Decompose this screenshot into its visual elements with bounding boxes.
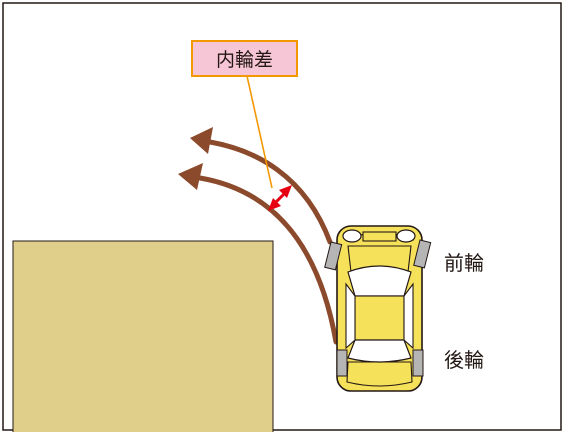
callout-leader-line <box>246 75 273 189</box>
rear-wheel-arrowhead <box>178 163 203 190</box>
headlight-right <box>396 229 416 243</box>
rear-wheel-label: 後輪 <box>444 348 484 372</box>
inner-wheel-difference-callout: 内輪差 <box>191 40 298 77</box>
rear-wheel-path <box>197 175 339 345</box>
front-wheel-label: 前輪 <box>444 251 484 275</box>
car-window-right <box>403 282 414 350</box>
car-trunk <box>346 361 413 387</box>
headlight-left <box>342 229 362 243</box>
car-grille <box>362 231 397 242</box>
car-window-left <box>345 282 356 350</box>
front-wheel-path <box>207 139 333 245</box>
callout-label: 内輪差 <box>216 49 273 71</box>
front-wheel-arrowhead <box>190 127 213 154</box>
building-block <box>12 240 274 432</box>
callout-box <box>191 40 298 77</box>
car-top-view <box>324 225 432 392</box>
car-roof <box>354 295 405 341</box>
car-windshield <box>347 265 412 297</box>
rear-wheel-right <box>412 349 424 377</box>
car-rear-window <box>347 339 412 363</box>
rear-wheel-left <box>336 349 348 377</box>
front-wheel-left <box>324 241 343 271</box>
gap-double-arrow <box>268 185 292 211</box>
front-wheel-right <box>413 239 432 269</box>
